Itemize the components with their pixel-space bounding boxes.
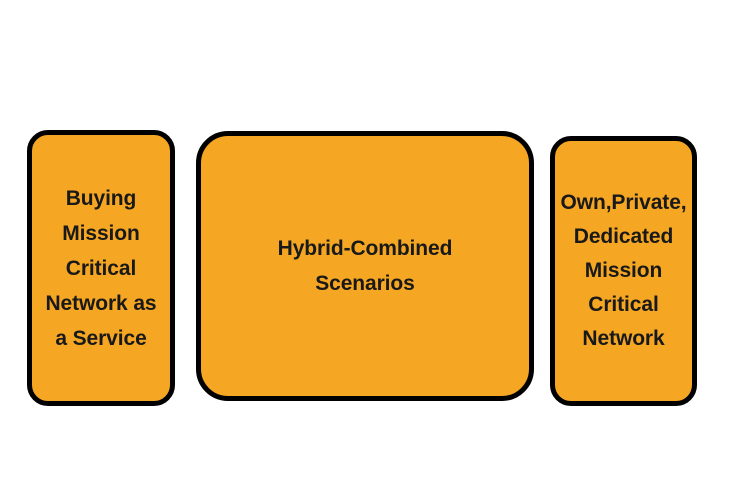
diagram-node-hybrid-combined-scenarios[interactable]: Hybrid-Combined Scenarios (196, 131, 534, 401)
diagram-node-buying-network-as-a-service[interactable]: Buying Mission Critical Network as a Ser… (27, 130, 175, 406)
diagram-node-own-private-dedicated-network[interactable]: Own,Private, Dedicated Mission Critical … (550, 136, 697, 406)
diagram-node-label: Hybrid-Combined Scenarios (277, 237, 453, 295)
diagram-node-label: Own,Private, Dedicated Mission Critical … (560, 191, 687, 350)
diagram-node-label: Buying Mission Critical Network as a Ser… (45, 186, 157, 350)
